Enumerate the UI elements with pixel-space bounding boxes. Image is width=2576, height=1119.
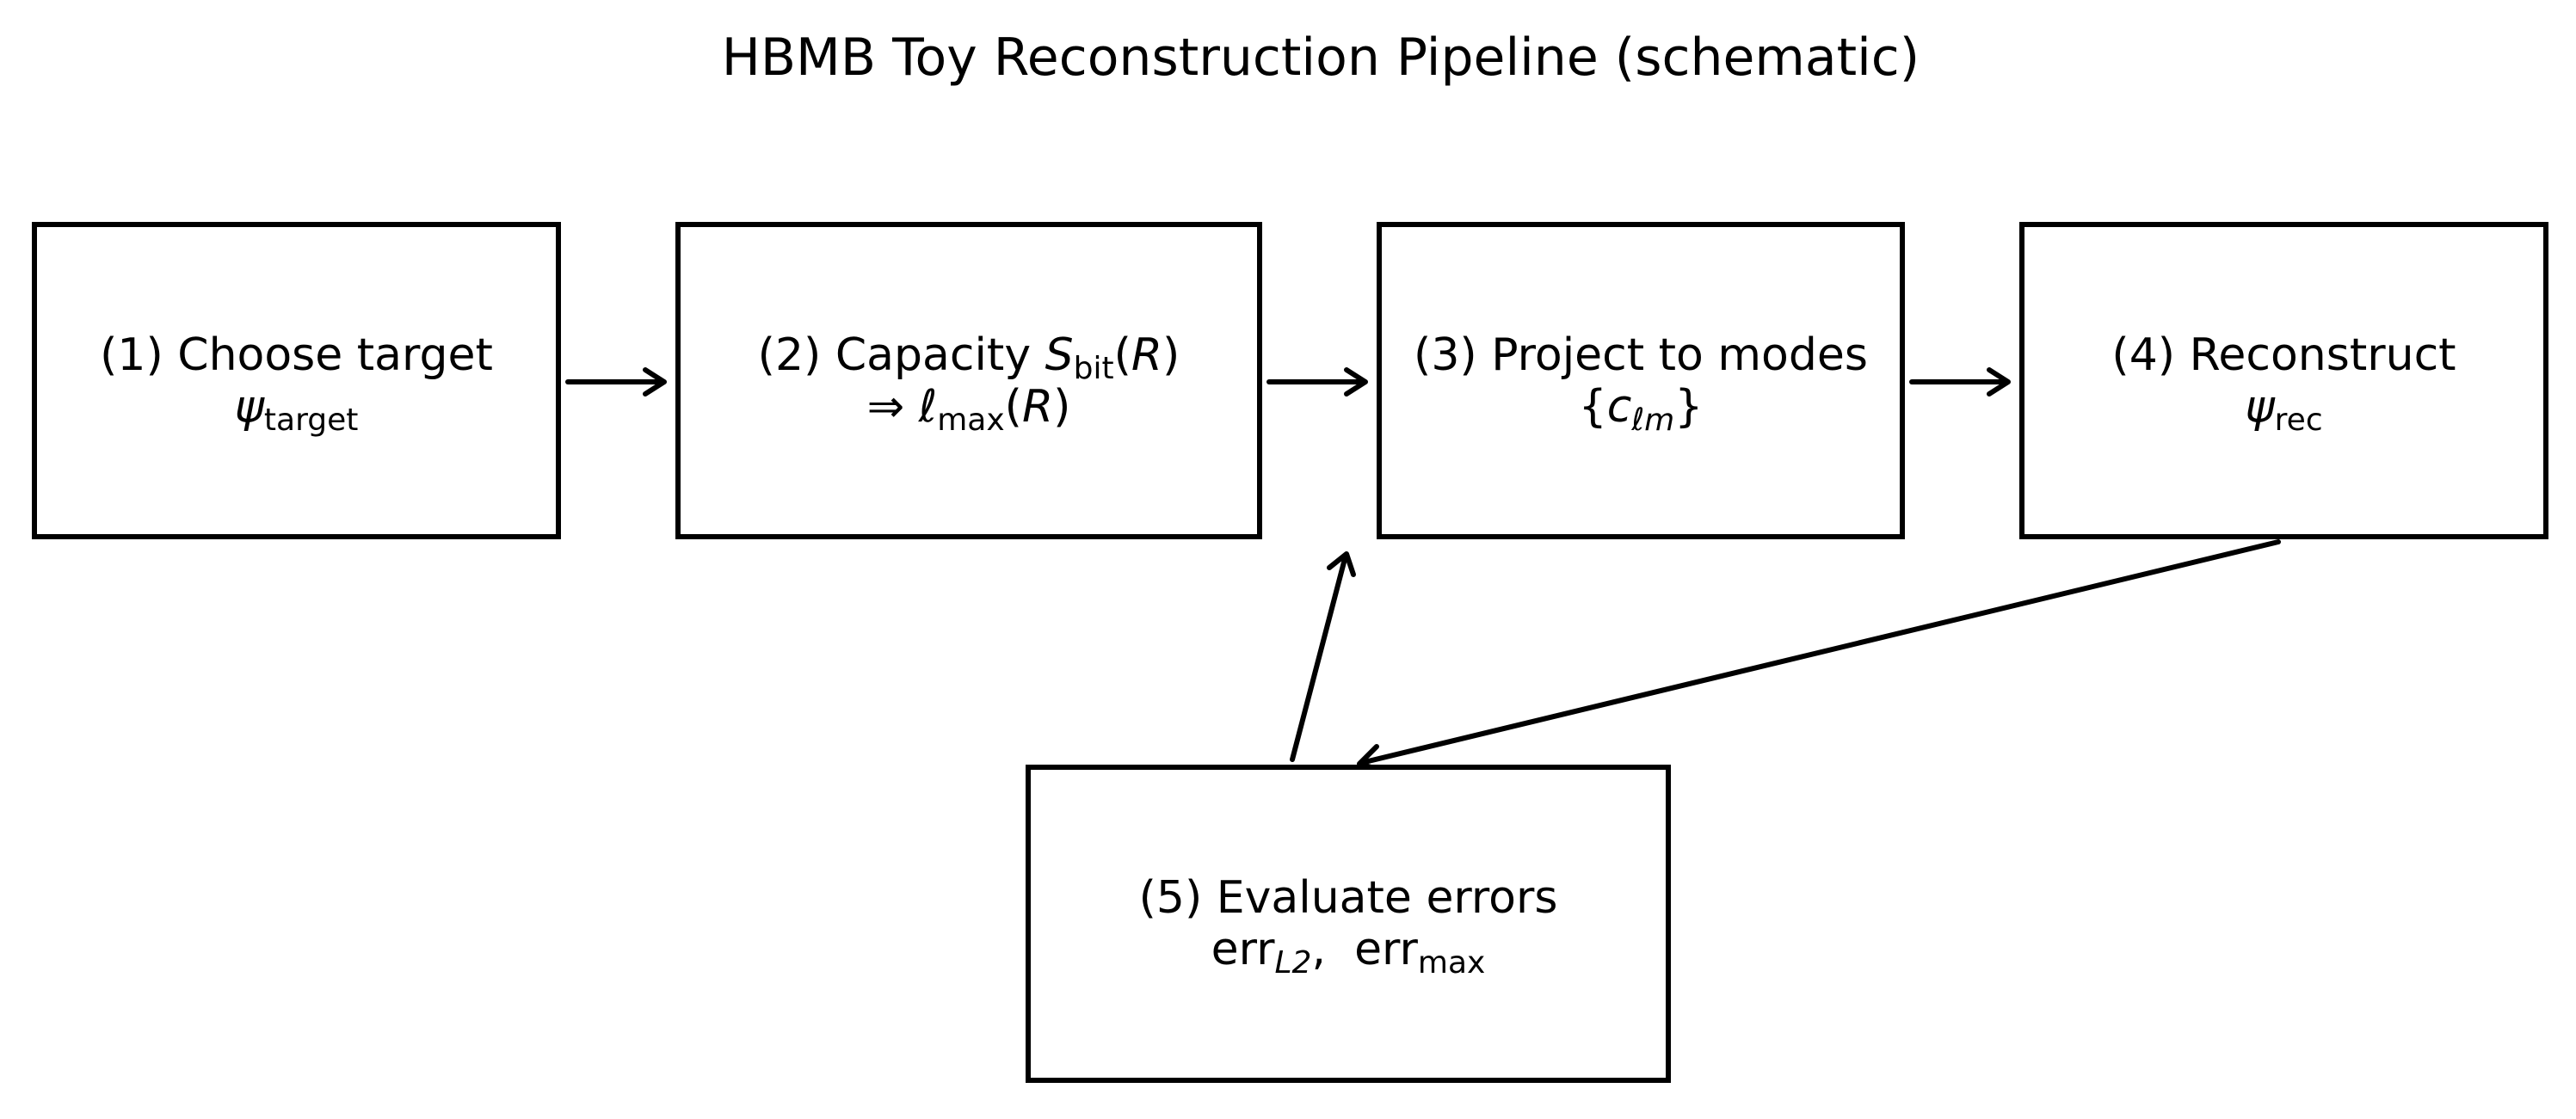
node-evaluate-errors: (5) Evaluate errors errL2, errmax <box>1026 765 1671 1083</box>
s-symbol: S <box>1045 329 1074 381</box>
edge-3-4-arrow <box>1909 367 2011 397</box>
r-symbol: R <box>1131 329 1163 381</box>
brace-open: { <box>1578 380 1607 433</box>
edge-1-2-arrow <box>565 367 667 397</box>
err-l2-symbol: err <box>1211 924 1275 975</box>
node-2-title: (2) Capacity Sbit(R) <box>757 328 1180 386</box>
node-5-title: (5) Evaluate errors <box>1138 872 1558 924</box>
capacity-label: (2) Capacity <box>757 329 1045 381</box>
psi-subscript: target <box>263 402 359 438</box>
s-subscript: bit <box>1073 350 1114 386</box>
paren-open-2: ( <box>1004 380 1022 433</box>
ell-subscript: max <box>937 402 1005 438</box>
node-3-math: {cℓm} <box>1578 379 1704 436</box>
node-reconstruct: (4) Reconstruct ψrec <box>2019 222 2548 539</box>
node-choose-target: (1) Choose target ψtarget <box>32 222 561 539</box>
psi-symbol: ψ <box>234 380 264 433</box>
psi-subscript: rec <box>2274 402 2323 438</box>
implies-symbol: ⇒ <box>866 380 919 433</box>
node-4-math: ψrec <box>2245 379 2322 436</box>
err-l2-subscript: L2 <box>1274 945 1312 981</box>
node-4-title: (4) Reconstruct <box>2111 329 2456 381</box>
r-symbol-2: R <box>1021 380 1054 433</box>
psi-symbol: ψ <box>2245 380 2275 433</box>
node-capacity: (2) Capacity Sbit(R) ⇒ ℓmax(R) <box>675 222 1262 539</box>
brace-close: } <box>1674 380 1704 433</box>
paren-close: ) <box>1162 329 1180 381</box>
node-2-math: ⇒ ℓmax(R) <box>866 379 1071 436</box>
c-subscript: ℓm <box>1631 402 1675 438</box>
node-1-math: ψtarget <box>234 379 359 436</box>
edge-5-3-arrow <box>1290 551 1356 762</box>
paren-close-2: ) <box>1053 380 1071 433</box>
diagram-title: HBMB Toy Reconstruction Pipeline (schema… <box>721 28 1920 88</box>
node-5-math: errL2, errmax <box>1211 922 1486 979</box>
node-1-title: (1) Choose target <box>100 329 493 381</box>
paren-open: ( <box>1113 329 1131 381</box>
err-separator: , <box>1311 924 1355 975</box>
err-max-symbol: err <box>1354 924 1418 975</box>
c-symbol: c <box>1606 380 1632 433</box>
node-project-modes: (3) Project to modes {cℓm} <box>1377 222 1905 539</box>
err-max-subscript: max <box>1417 945 1486 981</box>
node-3-title: (3) Project to modes <box>1414 329 1868 381</box>
edge-2-3-arrow <box>1266 367 1368 397</box>
edge-4-5-arrow <box>1357 539 2281 773</box>
ell-symbol: ℓ <box>918 380 938 433</box>
